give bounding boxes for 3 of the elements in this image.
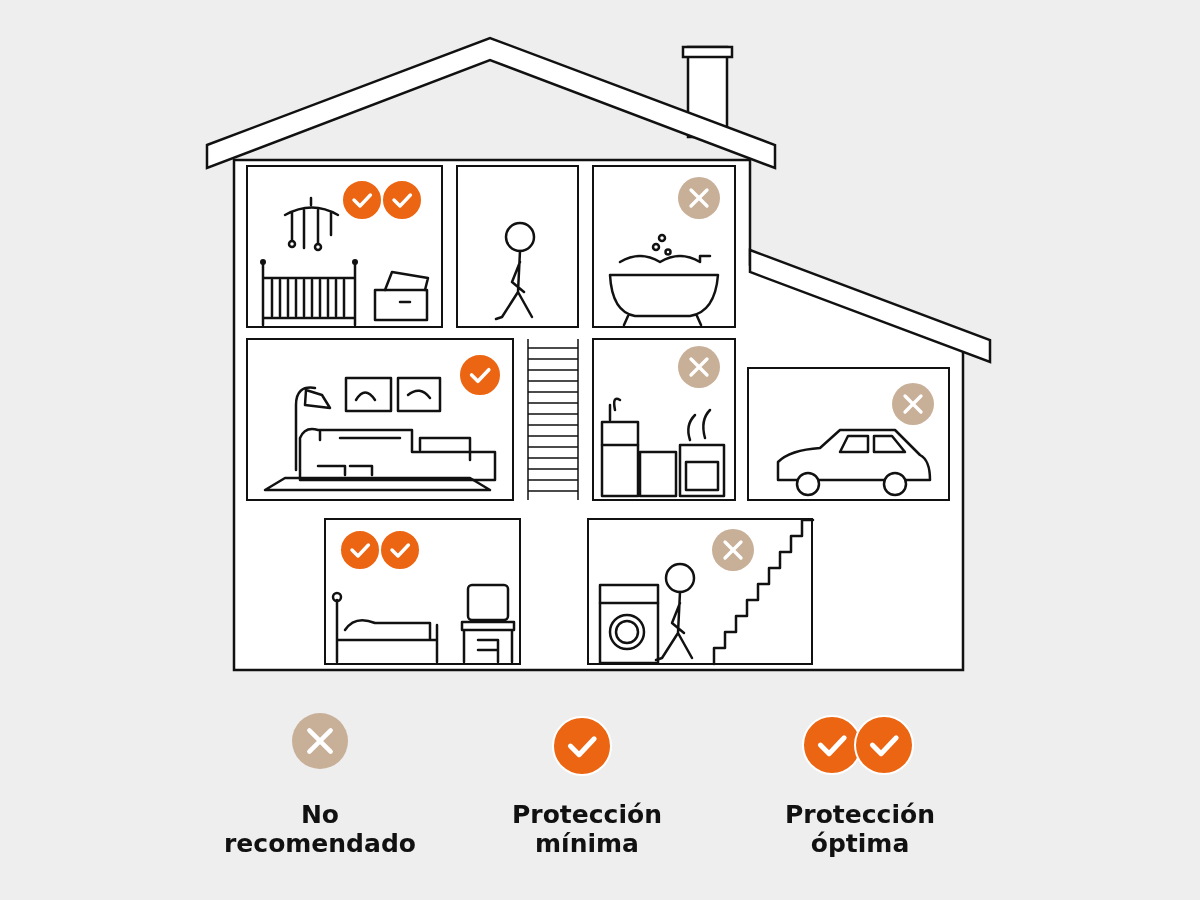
legend-text: Protección óptima <box>784 800 936 858</box>
legend-text: No recomendado <box>223 800 417 858</box>
legend-text: Protección mínima <box>511 800 663 858</box>
